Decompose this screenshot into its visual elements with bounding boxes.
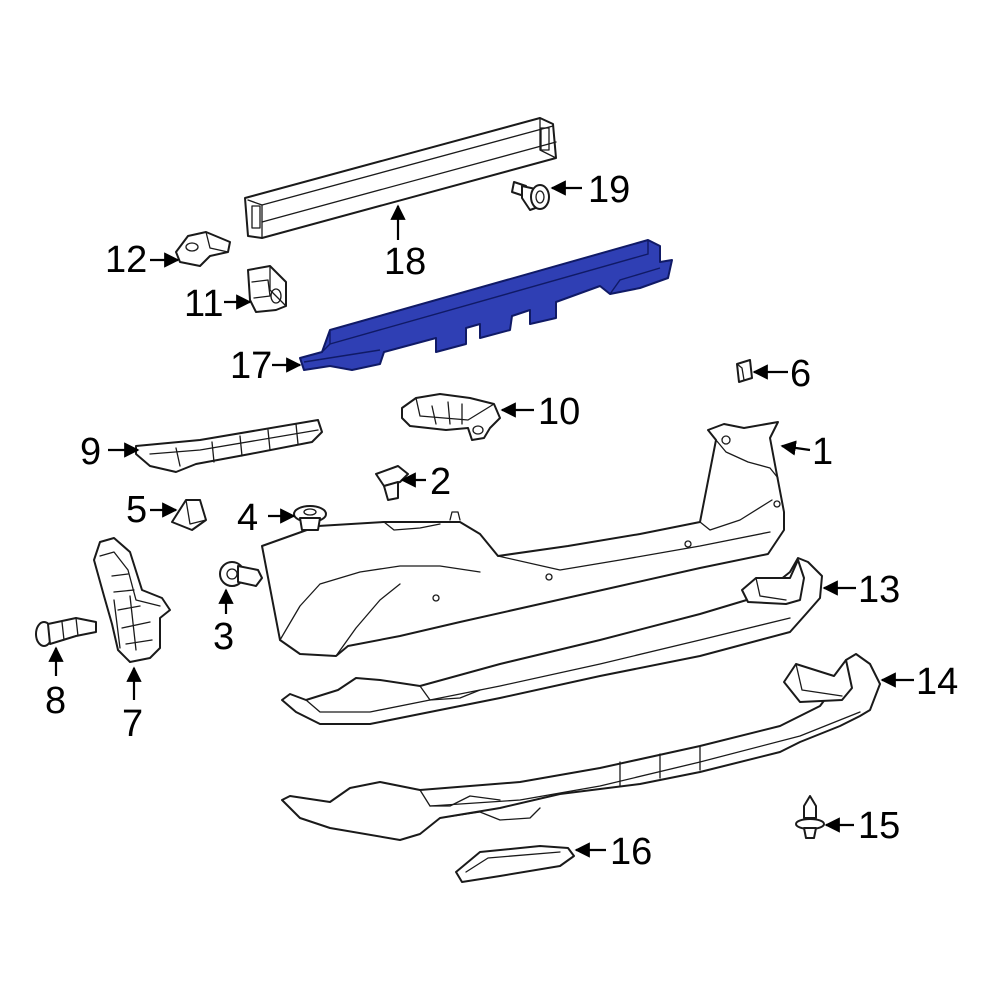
part-7-side-bracket[interactable]: [93, 537, 171, 663]
part-18-reinforcement-bar[interactable]: [244, 117, 557, 239]
part-19-bolt[interactable]: [511, 181, 550, 211]
callout-3[interactable]: 3: [213, 616, 234, 658]
callout-18[interactable]: 18: [384, 241, 426, 283]
part-12-bracket[interactable]: [175, 231, 231, 267]
callout-15[interactable]: 15: [858, 805, 900, 847]
part-1-bumper-cover[interactable]: [261, 421, 785, 657]
part-17-energy-absorber[interactable]: [299, 239, 673, 371]
callout-11[interactable]: 11: [184, 283, 223, 325]
callout-1[interactable]: 1: [812, 431, 833, 473]
part-2-push-clip[interactable]: [375, 465, 409, 501]
callout-2[interactable]: 2: [430, 461, 451, 503]
callout-6[interactable]: 6: [790, 353, 811, 395]
part-3-clip[interactable]: [219, 561, 263, 587]
part-9-side-retainer[interactable]: [135, 419, 323, 473]
callout-10[interactable]: 10: [538, 391, 580, 433]
callout-16[interactable]: 16: [610, 831, 652, 873]
callout-7[interactable]: 7: [122, 703, 143, 745]
callout-9[interactable]: 9: [80, 431, 101, 473]
callout-14[interactable]: 14: [916, 661, 958, 703]
callout-17[interactable]: 17: [230, 345, 272, 387]
callout-labels: 1 2 3 4 5 6 7 8 9 10 11 12 13 14 15 16 1…: [45, 169, 958, 873]
part-11-retainer[interactable]: [247, 265, 287, 313]
part-15-push-clip[interactable]: [795, 795, 825, 839]
part-8-clip[interactable]: [35, 617, 97, 647]
callout-8[interactable]: 8: [45, 680, 66, 722]
callout-5[interactable]: 5: [126, 489, 147, 531]
callout-19[interactable]: 19: [588, 169, 630, 211]
callout-13[interactable]: 13: [858, 569, 900, 611]
callout-4[interactable]: 4: [237, 497, 258, 539]
part-10-bracket[interactable]: [401, 393, 501, 441]
callout-12[interactable]: 12: [105, 239, 147, 281]
part-14-diffuser[interactable]: [281, 653, 881, 841]
leader-lines: [48, 180, 914, 858]
part-16-reflector-garnish[interactable]: [455, 845, 575, 883]
leader-1: [780, 440, 811, 456]
part-5-retainer-pin[interactable]: [171, 499, 207, 531]
part-4-grommet[interactable]: [293, 505, 327, 531]
part-6-clip[interactable]: [736, 359, 753, 383]
part-13-lower-cover[interactable]: [281, 557, 823, 725]
